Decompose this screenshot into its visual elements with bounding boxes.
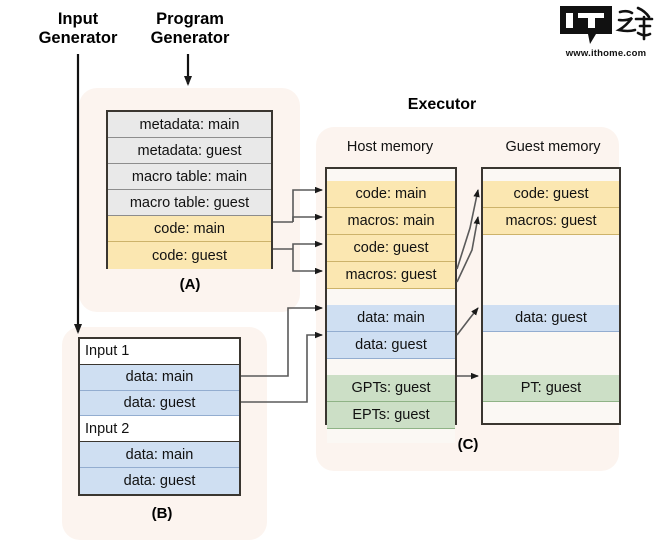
memory-row bbox=[327, 429, 455, 443]
caption-b: (B) bbox=[151, 505, 173, 522]
caption-c: (C) bbox=[457, 436, 479, 453]
memory-row-label: code: main bbox=[154, 220, 225, 237]
memory-row: macro table: main bbox=[108, 164, 271, 191]
memory-row-label: Input 1 bbox=[85, 343, 130, 360]
memory-row: macro table: guest bbox=[108, 190, 271, 217]
memory-row: code: main bbox=[108, 216, 271, 243]
memory-row: data: main bbox=[80, 442, 239, 468]
memory-row bbox=[327, 169, 455, 181]
memory-row-label: Input 2 bbox=[85, 420, 130, 437]
memory-row: data: guest bbox=[327, 332, 455, 359]
ithome-url: www.ithome.com bbox=[565, 48, 647, 59]
memory-row-label: data: main bbox=[125, 369, 194, 386]
program-generator-stack: metadata: main metadata: guest macro table… bbox=[106, 110, 273, 269]
memory-row-label: code: guest bbox=[513, 186, 589, 202]
memory-row-label: data: guest bbox=[515, 310, 587, 326]
executor-heading: Executor bbox=[407, 96, 477, 113]
memory-row-label: data: guest bbox=[355, 337, 427, 353]
memory-row: metadata: main bbox=[108, 112, 271, 139]
memory-row: data: main bbox=[327, 305, 455, 332]
memory-row: data: guest bbox=[483, 305, 619, 332]
memory-row: code: guest bbox=[327, 235, 455, 262]
memory-row bbox=[327, 359, 455, 375]
memory-row: macros: main bbox=[327, 208, 455, 235]
memory-row-label: GPTs: guest bbox=[351, 380, 431, 396]
memory-row bbox=[483, 169, 619, 181]
memory-row-label: PT: guest bbox=[520, 380, 582, 396]
memory-row: data: guest bbox=[80, 467, 239, 494]
memory-row-label: data: main bbox=[357, 310, 425, 326]
memory-row: macros: guest bbox=[327, 262, 455, 289]
memory-row: PT: guest bbox=[483, 375, 619, 402]
guest-memory-title: Guest memory bbox=[505, 139, 601, 155]
memory-row-label: metadata: guest bbox=[137, 142, 242, 159]
memory-row bbox=[483, 402, 619, 423]
memory-row-label: EPTs: guest bbox=[352, 407, 430, 423]
memory-row bbox=[483, 332, 619, 375]
caption-a: (A) bbox=[179, 276, 201, 293]
memory-row: code: guest bbox=[108, 242, 271, 269]
memory-row: data: guest bbox=[80, 390, 239, 417]
memory-row-label: macros: guest bbox=[345, 267, 437, 283]
memory-row-label: metadata: main bbox=[139, 116, 240, 133]
memory-row bbox=[483, 235, 619, 305]
host-memory-stack: code: main macros: main code: guest macros:… bbox=[325, 167, 457, 443]
host-memory-title: Host memory bbox=[346, 139, 434, 155]
memory-row bbox=[327, 289, 455, 305]
memory-row-label: macro table: guest bbox=[129, 194, 250, 211]
memory-row-label: code: main bbox=[355, 186, 427, 202]
memory-row-label: data: main bbox=[125, 446, 194, 463]
memory-row-label: data: guest bbox=[123, 394, 196, 411]
memory-row-label: macro table: main bbox=[131, 168, 248, 185]
ithome-logo-icon bbox=[560, 6, 654, 44]
ithome-watermark: www.ithome.com bbox=[556, 4, 656, 66]
memory-row: Input 2 bbox=[80, 416, 239, 443]
memory-row: macros: guest bbox=[483, 208, 619, 235]
memory-row-label: macros: main bbox=[347, 213, 435, 229]
memory-row-label: data: guest bbox=[123, 472, 196, 489]
memory-row: metadata: guest bbox=[108, 138, 271, 165]
memory-row: data: main bbox=[80, 364, 239, 391]
memory-row-label: code: guest bbox=[353, 240, 429, 256]
memory-row-label: code: guest bbox=[152, 247, 227, 264]
memory-row: GPTs: guest bbox=[327, 375, 455, 402]
memory-row-label: macros: guest bbox=[505, 213, 597, 229]
memory-row: Input 1 bbox=[80, 339, 239, 365]
memory-row: EPTs: guest bbox=[327, 402, 455, 429]
memory-row: code: guest bbox=[483, 181, 619, 208]
memory-row: code: main bbox=[327, 181, 455, 208]
